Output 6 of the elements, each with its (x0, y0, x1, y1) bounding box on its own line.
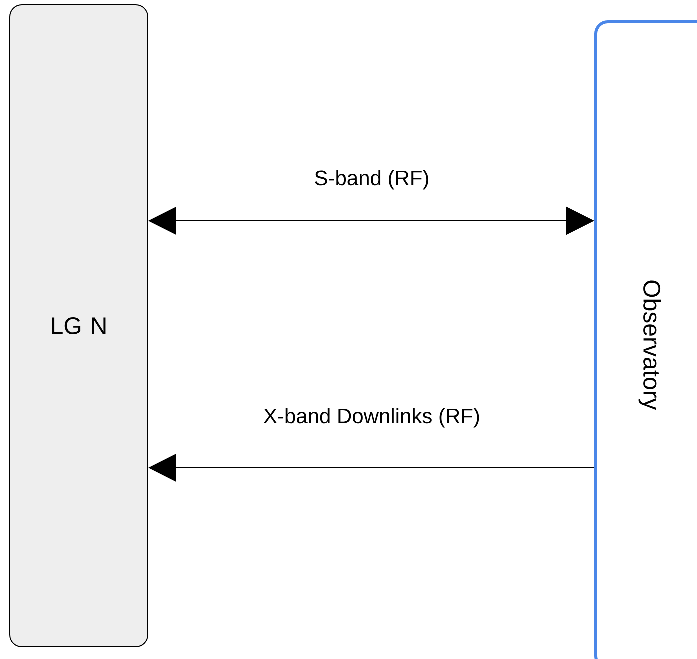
box-label: LG N (52, 318, 106, 334)
observatory-box (594, 20, 697, 659)
process-box (10, 4, 148, 648)
edge-label: X-band Downlinks (RF) (264, 408, 480, 428)
edge-label: S-band (RF) (315, 170, 428, 190)
box-label: Observatory (638, 280, 662, 410)
